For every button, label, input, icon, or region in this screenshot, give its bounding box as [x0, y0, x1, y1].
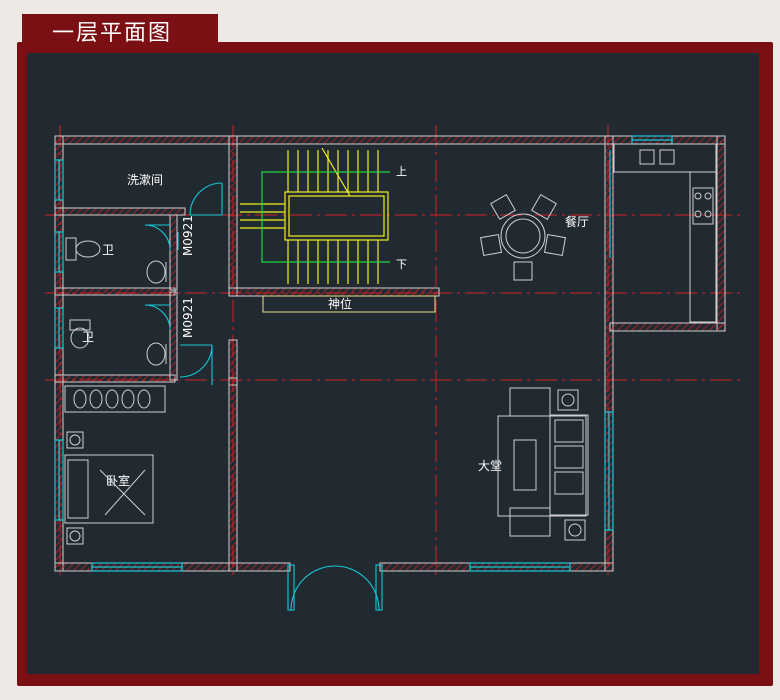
- washroom-label: 洗漱间: [127, 173, 163, 187]
- page-title: 一层平面图: [22, 14, 218, 48]
- door-code-2: M0921: [181, 297, 195, 338]
- stair-up-label: 上: [396, 165, 407, 178]
- doors: [144, 182, 383, 611]
- stair-down-label: 下: [396, 258, 407, 271]
- shrine-label: 神位: [328, 296, 352, 311]
- sofa-set: [497, 387, 589, 541]
- living-room-label: 大堂: [478, 459, 502, 473]
- bedroom-furniture: [64, 385, 166, 545]
- windows: [54, 135, 673, 572]
- toilet-1-label: 卫: [102, 243, 114, 257]
- walls: [54, 135, 726, 572]
- axis-lines: [45, 125, 740, 580]
- dining-table: [479, 194, 567, 281]
- sanitary-fixtures: [65, 237, 167, 366]
- dining-label: 餐厅: [565, 214, 589, 229]
- toilet-2-label: 卫: [82, 330, 94, 344]
- shrine-table: 神位: [262, 295, 436, 313]
- bedroom-label: 卧室: [106, 473, 130, 488]
- door-code-1: M0921: [181, 215, 195, 256]
- staircase: 上 下: [240, 147, 407, 284]
- kitchen-fixtures: [613, 143, 717, 323]
